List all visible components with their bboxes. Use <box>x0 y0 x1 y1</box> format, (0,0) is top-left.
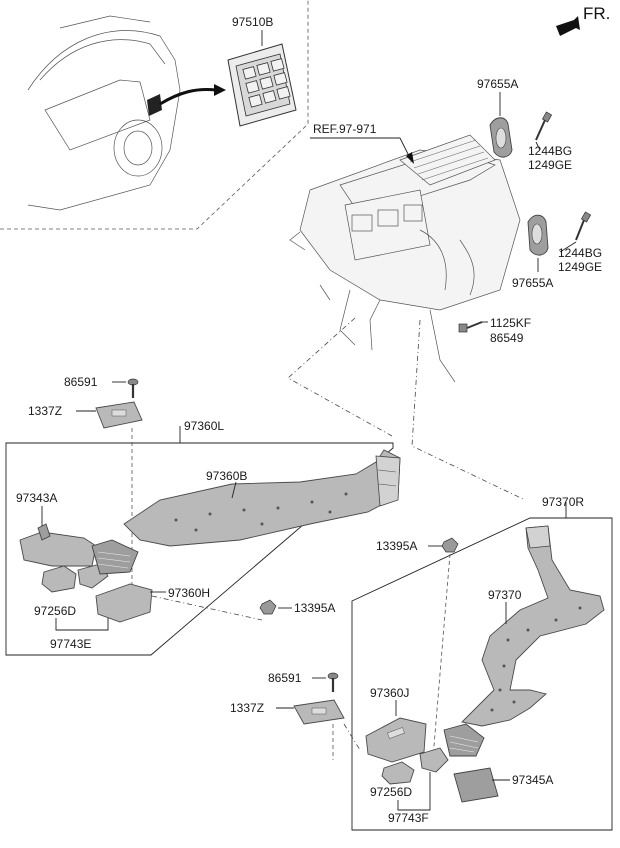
car-body-sketch <box>27 30 181 211</box>
label-97655A-top: 97655A <box>477 77 518 91</box>
label-97360H: 97360H <box>168 586 210 600</box>
label-86549: 86549 <box>490 331 524 345</box>
vent-callout-arrow <box>159 88 217 106</box>
part-97510B-vent-grille <box>227 43 297 127</box>
label-97256D-right: 97256D <box>370 785 412 799</box>
part-97370-duct <box>461 525 605 727</box>
label-1244BG-top: 1244BG <box>528 144 572 158</box>
part-97345A-vent: 97345A <box>453 767 553 803</box>
part-grille-right <box>443 723 485 757</box>
part-86591-screw-top: 86591 <box>64 375 139 398</box>
part-97343A-vent: 97343A <box>16 491 97 567</box>
car-roof-sketch <box>39 39 166 81</box>
label-1244BG-bottom: 1244BG <box>558 246 602 260</box>
part-97256D-right: 97256D <box>370 747 449 799</box>
part-97655A-top-gasket: 97655A <box>477 77 518 158</box>
inset-border <box>0 0 309 230</box>
label-1249GE-bottom: 1249GE <box>558 260 602 274</box>
label-97343A: 97343A <box>16 491 57 505</box>
label-86591-bottom: 86591 <box>268 671 302 685</box>
car-wheel-sketch <box>113 119 163 177</box>
label-97655A-bottom: 97655A <box>512 276 553 290</box>
label-97360L: 97360L <box>184 419 224 433</box>
label-ref-97-971: REF.97-971 <box>313 122 377 136</box>
part-97256D-left: 97256D <box>34 563 109 618</box>
part-bolt-bottom: 1244BG 1249GE <box>558 211 602 274</box>
part-97655A-bottom-gasket: 97655A <box>512 214 553 290</box>
label-13395A-left: 13395A <box>294 601 335 615</box>
right-group-frame <box>351 517 613 831</box>
vent-location-marker <box>147 94 162 116</box>
part-97360H-vent: 97360H <box>95 583 210 623</box>
part-bolt-top: 1244BG 1249GE <box>528 111 572 172</box>
car-hub-sketch <box>123 130 153 166</box>
label-97360B: 97360B <box>206 469 247 483</box>
label-86591-top: 86591 <box>64 375 98 389</box>
part-13395A-nut-right <box>441 537 459 553</box>
label-1249GE-top: 1249GE <box>528 158 572 172</box>
front-arrow-icon <box>556 16 580 36</box>
label-97256D-left: 97256D <box>34 604 76 618</box>
label-97510B: 97510B <box>232 15 273 29</box>
label-97743E: 97743E <box>50 637 91 651</box>
car-roofline-sketch <box>59 15 151 29</box>
label-13395A-right: 13395A <box>376 539 417 553</box>
front-direction-indicator: FR. <box>556 4 610 36</box>
left-duct-group: 97360L 86591 1337Z <box>5 375 401 656</box>
label-97360J: 97360J <box>370 686 409 700</box>
left-group-frame <box>5 442 394 656</box>
hvac-blower-sketch <box>399 134 496 186</box>
part-86591-screw-bottom: 86591 <box>268 671 339 692</box>
part-1337Z-clip-top: 1337Z <box>28 401 143 429</box>
vehicle-inset: 97510B <box>0 0 309 230</box>
part-grille-left <box>91 539 139 575</box>
part-97360B-duct <box>123 449 401 547</box>
label-97743F: 97743F <box>388 811 429 825</box>
part-97360J-vent: 97360J <box>365 686 427 763</box>
part-1337Z-clip-bottom: 1337Z <box>230 699 361 760</box>
label-1125KF: 1125KF <box>490 316 531 330</box>
label-1337Z-top: 1337Z <box>28 404 62 418</box>
label-1337Z-bottom: 1337Z <box>230 701 264 715</box>
front-direction-label: FR. <box>583 4 610 23</box>
hvac-unit-reference: REF.97-971 <box>289 122 521 383</box>
label-97345A: 97345A <box>512 773 553 787</box>
label-97370: 97370 <box>488 588 522 602</box>
label-97370R: 97370R <box>542 495 584 509</box>
part-13395A-nut-left: 13395A <box>151 595 335 621</box>
right-duct-group: 97370R 13395A 97370 97360J <box>351 495 613 831</box>
car-window-sketch <box>44 79 151 151</box>
part-1125KF-bolt: 1125KF 86549 <box>458 316 531 345</box>
